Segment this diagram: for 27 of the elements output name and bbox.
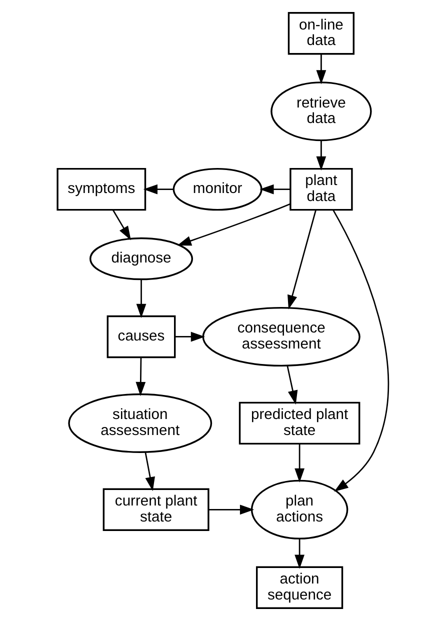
arrow (144, 452, 155, 492)
node-ellipse: retrieve data (270, 82, 372, 142)
arrow (112, 210, 131, 240)
node-ellipse: situation assessment (68, 393, 212, 453)
node-ellipse: monitor (172, 168, 262, 211)
arrow (288, 210, 316, 310)
arrow (286, 366, 298, 405)
node-box: predicted plant state (238, 402, 360, 445)
arrow (136, 279, 146, 318)
arrow (136, 357, 146, 396)
node-ellipse: consequence assessment (202, 306, 360, 367)
arrow (175, 332, 206, 342)
arrow (143, 184, 174, 194)
arrow (177, 203, 291, 246)
node-box: plant data (290, 168, 353, 211)
node-box: causes (106, 315, 176, 358)
arrow (260, 184, 290, 194)
node-box: on-line data (288, 12, 354, 55)
arrow (294, 538, 304, 569)
arrow (332, 210, 389, 492)
node-box: symptoms (56, 168, 146, 211)
arrow (294, 444, 304, 483)
arrow (316, 54, 326, 84)
node-box: current plant state (102, 488, 210, 531)
arrow (316, 140, 326, 171)
arrow (208, 504, 254, 515)
node-box: action sequence (256, 566, 344, 609)
